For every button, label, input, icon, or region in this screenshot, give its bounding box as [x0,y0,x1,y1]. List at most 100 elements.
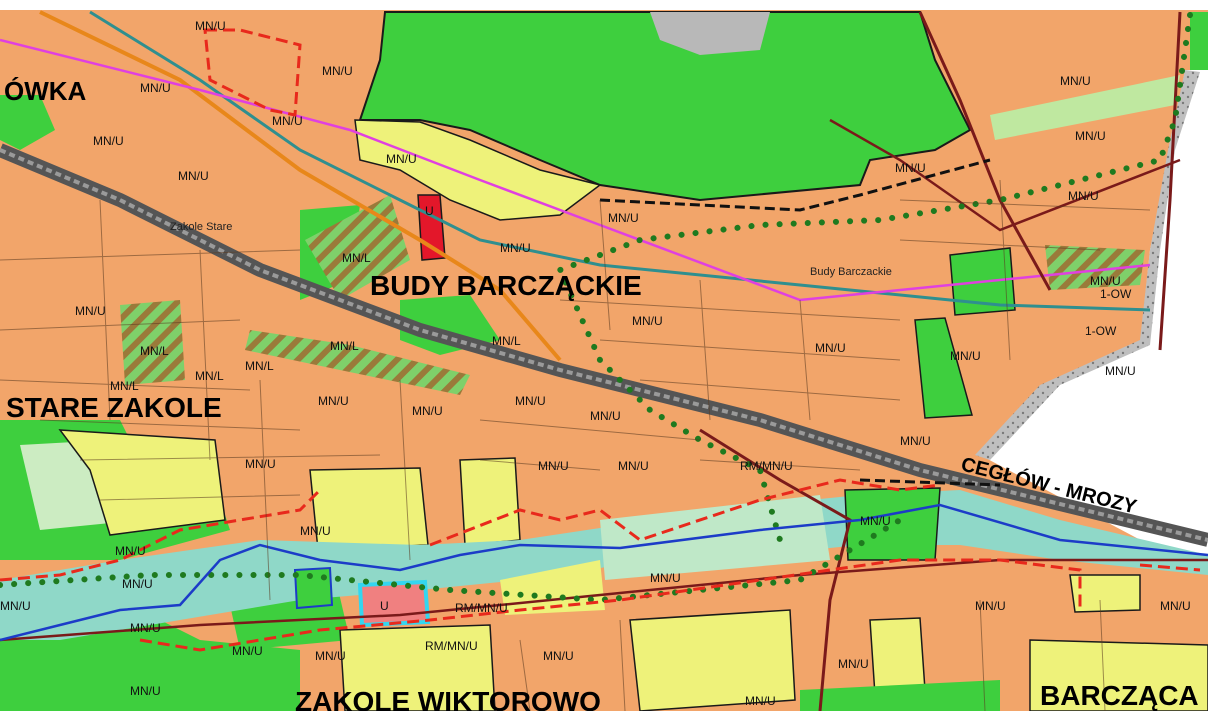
zone-code: MN/U [0,599,31,613]
zone-code: MN/U [178,169,209,183]
road-brown-1 [918,11,1052,291]
valley-meadow [600,495,830,580]
zone-code: RM/MN/U [455,601,508,615]
zone-code: MN/U [543,649,574,663]
zone-code: MN/U [140,81,171,95]
meadow-south-3 [339,624,496,711]
zone-code: MN/U [115,544,146,558]
road-brown-2 [1158,11,1182,351]
zone-code: MN/U [650,571,681,585]
grey-area-north [650,12,770,55]
zone-code: MN/U [950,349,981,363]
pink-powerline [0,38,1151,302]
teal-line [89,10,1151,312]
top-margin [0,0,1208,10]
zone-code: MN/U [322,64,353,78]
zone-code: MN/L [245,359,274,373]
forest-highlighted [293,566,334,610]
zone-code: MN/U [93,134,124,148]
zone-code: MN/U [1068,189,1099,203]
meadow-strip-north [354,119,602,221]
zone-code: MN/U [315,649,346,663]
zone-code: MN/U [386,152,417,166]
zone-code: MN/U [75,304,106,318]
zone-code: MN/L [330,339,359,353]
forest-se [800,680,1000,711]
railway-line-inner [0,148,1208,542]
zone-code: MN/U [130,621,161,635]
zone-code: MN/U [232,644,263,658]
road-orange [39,10,562,362]
zone-code: MN/U [130,684,161,698]
zone-code: MN/U [538,459,569,473]
boundary-dashed-black [599,158,991,212]
service-zone-highlighted[interactable] [357,579,431,628]
place-name-budy-barczackie: BUDY BARCZĄCKIE [370,270,642,301]
zone-code: 1-OW [1100,287,1132,301]
forest-patch-east-2 [914,317,973,419]
zone-code: MN/U [122,577,153,591]
meadow-strip-ne [990,75,1180,140]
zone-code: MN/U [838,657,869,671]
zone-code: MN/U [745,694,776,708]
zone-code: MN/U [272,114,303,128]
small-label-budy-barczackie: Budy Barczackie [810,266,892,278]
meadow-south-4 [629,609,796,711]
hatched-area-3 [245,330,470,395]
zone-code: MN/U [900,434,931,448]
zone-code: MN/U [895,161,926,175]
zone-code: MN/U [1075,129,1106,143]
boundary-dotted-green-south [0,517,903,604]
zone-code: MN/U [318,394,349,408]
zone-code: MN/U [195,19,226,33]
zone-code: 1-OW [1085,324,1117,338]
zone-code: MN/U [618,459,649,473]
parcel-lines [0,179,1151,711]
zone-code: MN/U [1105,364,1136,378]
zone-code: MN/U [860,514,891,528]
zone-code: MN/U [1160,599,1191,613]
boundary-red-valley [139,558,1201,652]
zone-code: U [425,204,434,218]
zone-code: MN/U [608,211,639,225]
zone-code: MN/U [1090,274,1121,288]
meadow-se-small [1069,574,1141,613]
hatched-area-4 [1045,245,1145,290]
boundary-dashed-black-2 [859,478,1001,487]
zone-code: MN/L [342,251,371,265]
white-area-east [980,70,1208,560]
zone-code: MN/U [975,599,1006,613]
forest-patch-corner [1190,12,1208,70]
place-name-stare-zakole: STARE ZAKOLE [6,392,222,423]
zone-code: MN/U [245,457,276,471]
small-label-zakole-stare: Zakole Stare [170,221,232,233]
zone-code: MN/U [300,524,331,538]
boundary-red-south [0,478,941,582]
meadow-sw [58,429,226,536]
forest-patch-west [0,95,55,150]
zone-code: MN/L [140,344,169,358]
place-name-zakole-wiktorowo: ZAKOLE WIKTOROWO [295,686,601,711]
place-name-owka: ÓWKA [4,76,87,106]
meadow-south-5 [869,617,926,696]
forest-north [358,11,972,202]
hatched-area-2 [120,300,185,385]
zone-code: MN/U [1060,74,1091,88]
zone-code: RM/MN/U [740,459,793,473]
zone-code: MN/U [412,404,443,418]
zone-code: MN/L [492,334,521,348]
boundary-red-north [203,28,302,117]
dotted-edge-east [975,70,1200,460]
zone-code: MN/U [500,241,531,255]
zone-code: MN/U [632,314,663,328]
place-name-barczaca: BARCZĄCA [1040,680,1199,711]
zone-code: MN/U [815,341,846,355]
road-brown-5 [829,118,1181,232]
zone-code: MN/L [110,379,139,393]
zone-code: U [380,599,389,613]
river [0,503,1208,642]
zone-code: RM/MN/U [425,639,478,653]
meadow-se [1029,639,1208,711]
